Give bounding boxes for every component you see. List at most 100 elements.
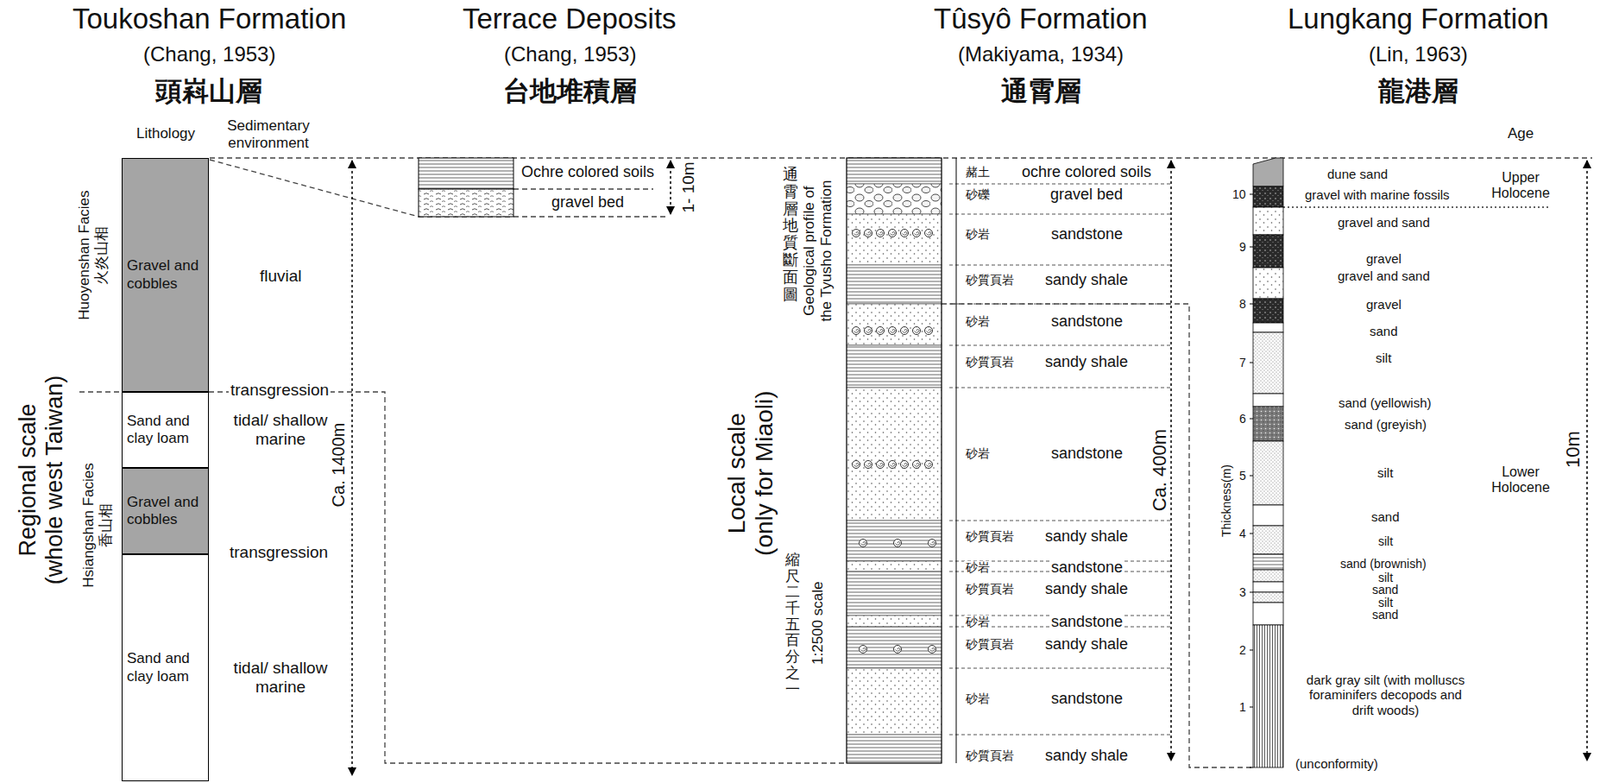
- column-heading: Age: [1505, 125, 1536, 143]
- environment-label: tidal/ shallow marine: [218, 658, 343, 697]
- axis-tick: 9: [1237, 239, 1248, 254]
- lithology-text: Sand and clay loam: [126, 649, 204, 686]
- environment-label: transgression: [227, 542, 330, 562]
- formation-heading: Tûsyô Formation: [932, 2, 1150, 36]
- layer-label: dune sand: [1325, 166, 1390, 182]
- layer-label: gravel bed: [1048, 185, 1125, 204]
- layer-label: sandy shale: [1043, 270, 1130, 290]
- scale-label: Local scale (only for Miaoli): [723, 384, 779, 561]
- formation-heading: 頭嵙山層: [153, 75, 265, 108]
- layer-label: gravel with marine fossils: [1303, 187, 1452, 202]
- profile-caption: 縮尺二千五百分之一: [785, 552, 800, 698]
- layer-label: 砂岩: [963, 692, 992, 705]
- axis-tick: 7: [1237, 355, 1248, 370]
- axis-tick: 2: [1237, 642, 1248, 657]
- layer-label: gravel: [1364, 251, 1404, 266]
- lithology-text: Gravel and cobbles: [126, 257, 204, 293]
- profile-caption: 通霄層地質斷面圖: [782, 166, 799, 303]
- layer-label: sandstone: [1049, 444, 1125, 463]
- scale-label: Regional scale (whole west Taiwan): [14, 368, 69, 592]
- layer-label: 赭土: [963, 165, 992, 178]
- facies-label: Huoyenshan Facies 火炎山相: [75, 185, 110, 326]
- layer-label: 砂岩: [963, 314, 992, 328]
- layer-label: sandstone: [1049, 689, 1125, 708]
- thickness-dimension: Ca. 400m: [1148, 427, 1171, 513]
- layer-label: ochre colored soils: [1020, 163, 1153, 182]
- layer-label: sand: [1367, 323, 1400, 339]
- lithology-text: Sand and clay loam: [126, 412, 204, 448]
- column-heading: Sedimentary environment: [214, 117, 322, 152]
- lithology-box: Gravel and cobbles: [121, 467, 209, 555]
- layer-label: 砂質頁岩: [963, 637, 1016, 650]
- formation-heading: 龍港層: [1376, 75, 1461, 108]
- profile-caption: Geological profile of the Tyusho Formati…: [800, 175, 835, 328]
- axis-tick: 6: [1237, 411, 1248, 426]
- axis-tick: 10: [1230, 187, 1248, 202]
- formation-heading: (Lin, 1963): [1366, 42, 1470, 67]
- layer-label: silt: [1375, 465, 1395, 480]
- layer-label: sand (brownish): [1338, 557, 1429, 570]
- layer-label: silt: [1376, 535, 1395, 548]
- layer-label: 砂質頁岩: [963, 273, 1016, 286]
- thickness-dimension: 1- 10m: [679, 159, 699, 215]
- axis-tick: 5: [1237, 468, 1248, 483]
- layer-label: 砂質頁岩: [963, 749, 1016, 762]
- layer-label: 砂岩: [963, 615, 992, 628]
- formation-heading: (Makiyama, 1934): [956, 42, 1126, 67]
- layer-label: 砂岩: [963, 227, 992, 240]
- layer-label: sand: [1370, 583, 1400, 596]
- environment-label: transgression: [228, 380, 331, 400]
- axis-title: Thickness(m): [1219, 462, 1234, 539]
- layer-label: sandy shale: [1043, 746, 1130, 765]
- layer-label: 砂礫: [963, 188, 992, 201]
- layer-label: gravel: [1364, 296, 1404, 312]
- layer-label: sandy shale: [1043, 352, 1130, 372]
- layer-label: (unconformity): [1293, 755, 1380, 771]
- facies-label: Hsiangshan Facies 香山相: [80, 455, 114, 596]
- formation-heading: 台地堆積層: [501, 75, 639, 108]
- layer-label: sand: [1369, 509, 1402, 524]
- layer-label: 砂質頁岩: [963, 582, 1016, 595]
- lithology-box: Sand and clay loam: [121, 554, 209, 782]
- layer-label: 砂質頁岩: [963, 529, 1016, 542]
- axis-tick: 3: [1237, 585, 1248, 599]
- layer-label: sandy shale: [1043, 635, 1130, 654]
- layer-label: dark gray silt (with molluscs foraminife…: [1303, 672, 1468, 718]
- thickness-dimension: 10m: [1562, 428, 1584, 470]
- layer-label: 砂質頁岩: [963, 355, 1016, 368]
- layer-label: 砂岩: [963, 560, 992, 574]
- layer-label: silt: [1373, 350, 1393, 366]
- layer-label: sandstone: [1049, 312, 1125, 331]
- axis-tick: 8: [1237, 296, 1248, 311]
- lithology-box: Gravel and cobbles: [121, 157, 209, 392]
- formation-heading: Toukoshan Formation: [70, 2, 348, 36]
- environment-label: fluvial: [258, 266, 304, 286]
- age-label: Upper Holocene: [1484, 170, 1557, 202]
- layer-label: silt: [1376, 571, 1395, 584]
- formation-heading: Terrace Deposits: [460, 2, 679, 36]
- layer-label: sand (yellowish): [1336, 395, 1434, 410]
- environment-label: tidal/ shallow marine: [218, 410, 343, 449]
- layer-label: gravel bed: [549, 193, 626, 212]
- thickness-dimension: Ca. 1400m: [328, 421, 349, 510]
- layer-label: sandstone: [1049, 612, 1125, 631]
- layer-label: sandstone: [1049, 558, 1125, 577]
- layer-label: gravel and sand: [1335, 214, 1432, 230]
- column-heading: Lithology: [134, 125, 197, 143]
- layer-label: Ochre colored soils: [519, 163, 656, 182]
- profile-caption: 1:2500 scale: [809, 579, 827, 667]
- lithology-text: Gravel and cobbles: [126, 493, 204, 530]
- lithology-box: Sand and clay loam: [121, 391, 209, 468]
- layer-label: silt: [1376, 596, 1395, 609]
- axis-tick: 4: [1237, 526, 1248, 541]
- layer-label: sandy shale: [1043, 527, 1130, 546]
- age-label: Lower Holocene: [1484, 464, 1557, 497]
- layer-label: sandy shale: [1043, 579, 1130, 599]
- axis-tick: 1: [1237, 699, 1248, 714]
- layer-label: gravel and sand: [1335, 268, 1432, 284]
- formation-heading: 通霄層: [999, 75, 1084, 108]
- layer-label: sandstone: [1049, 225, 1125, 244]
- formation-heading: (Chang, 1953): [502, 42, 638, 67]
- formation-heading: (Chang, 1953): [141, 42, 278, 67]
- formation-heading: Lungkang Formation: [1285, 2, 1551, 36]
